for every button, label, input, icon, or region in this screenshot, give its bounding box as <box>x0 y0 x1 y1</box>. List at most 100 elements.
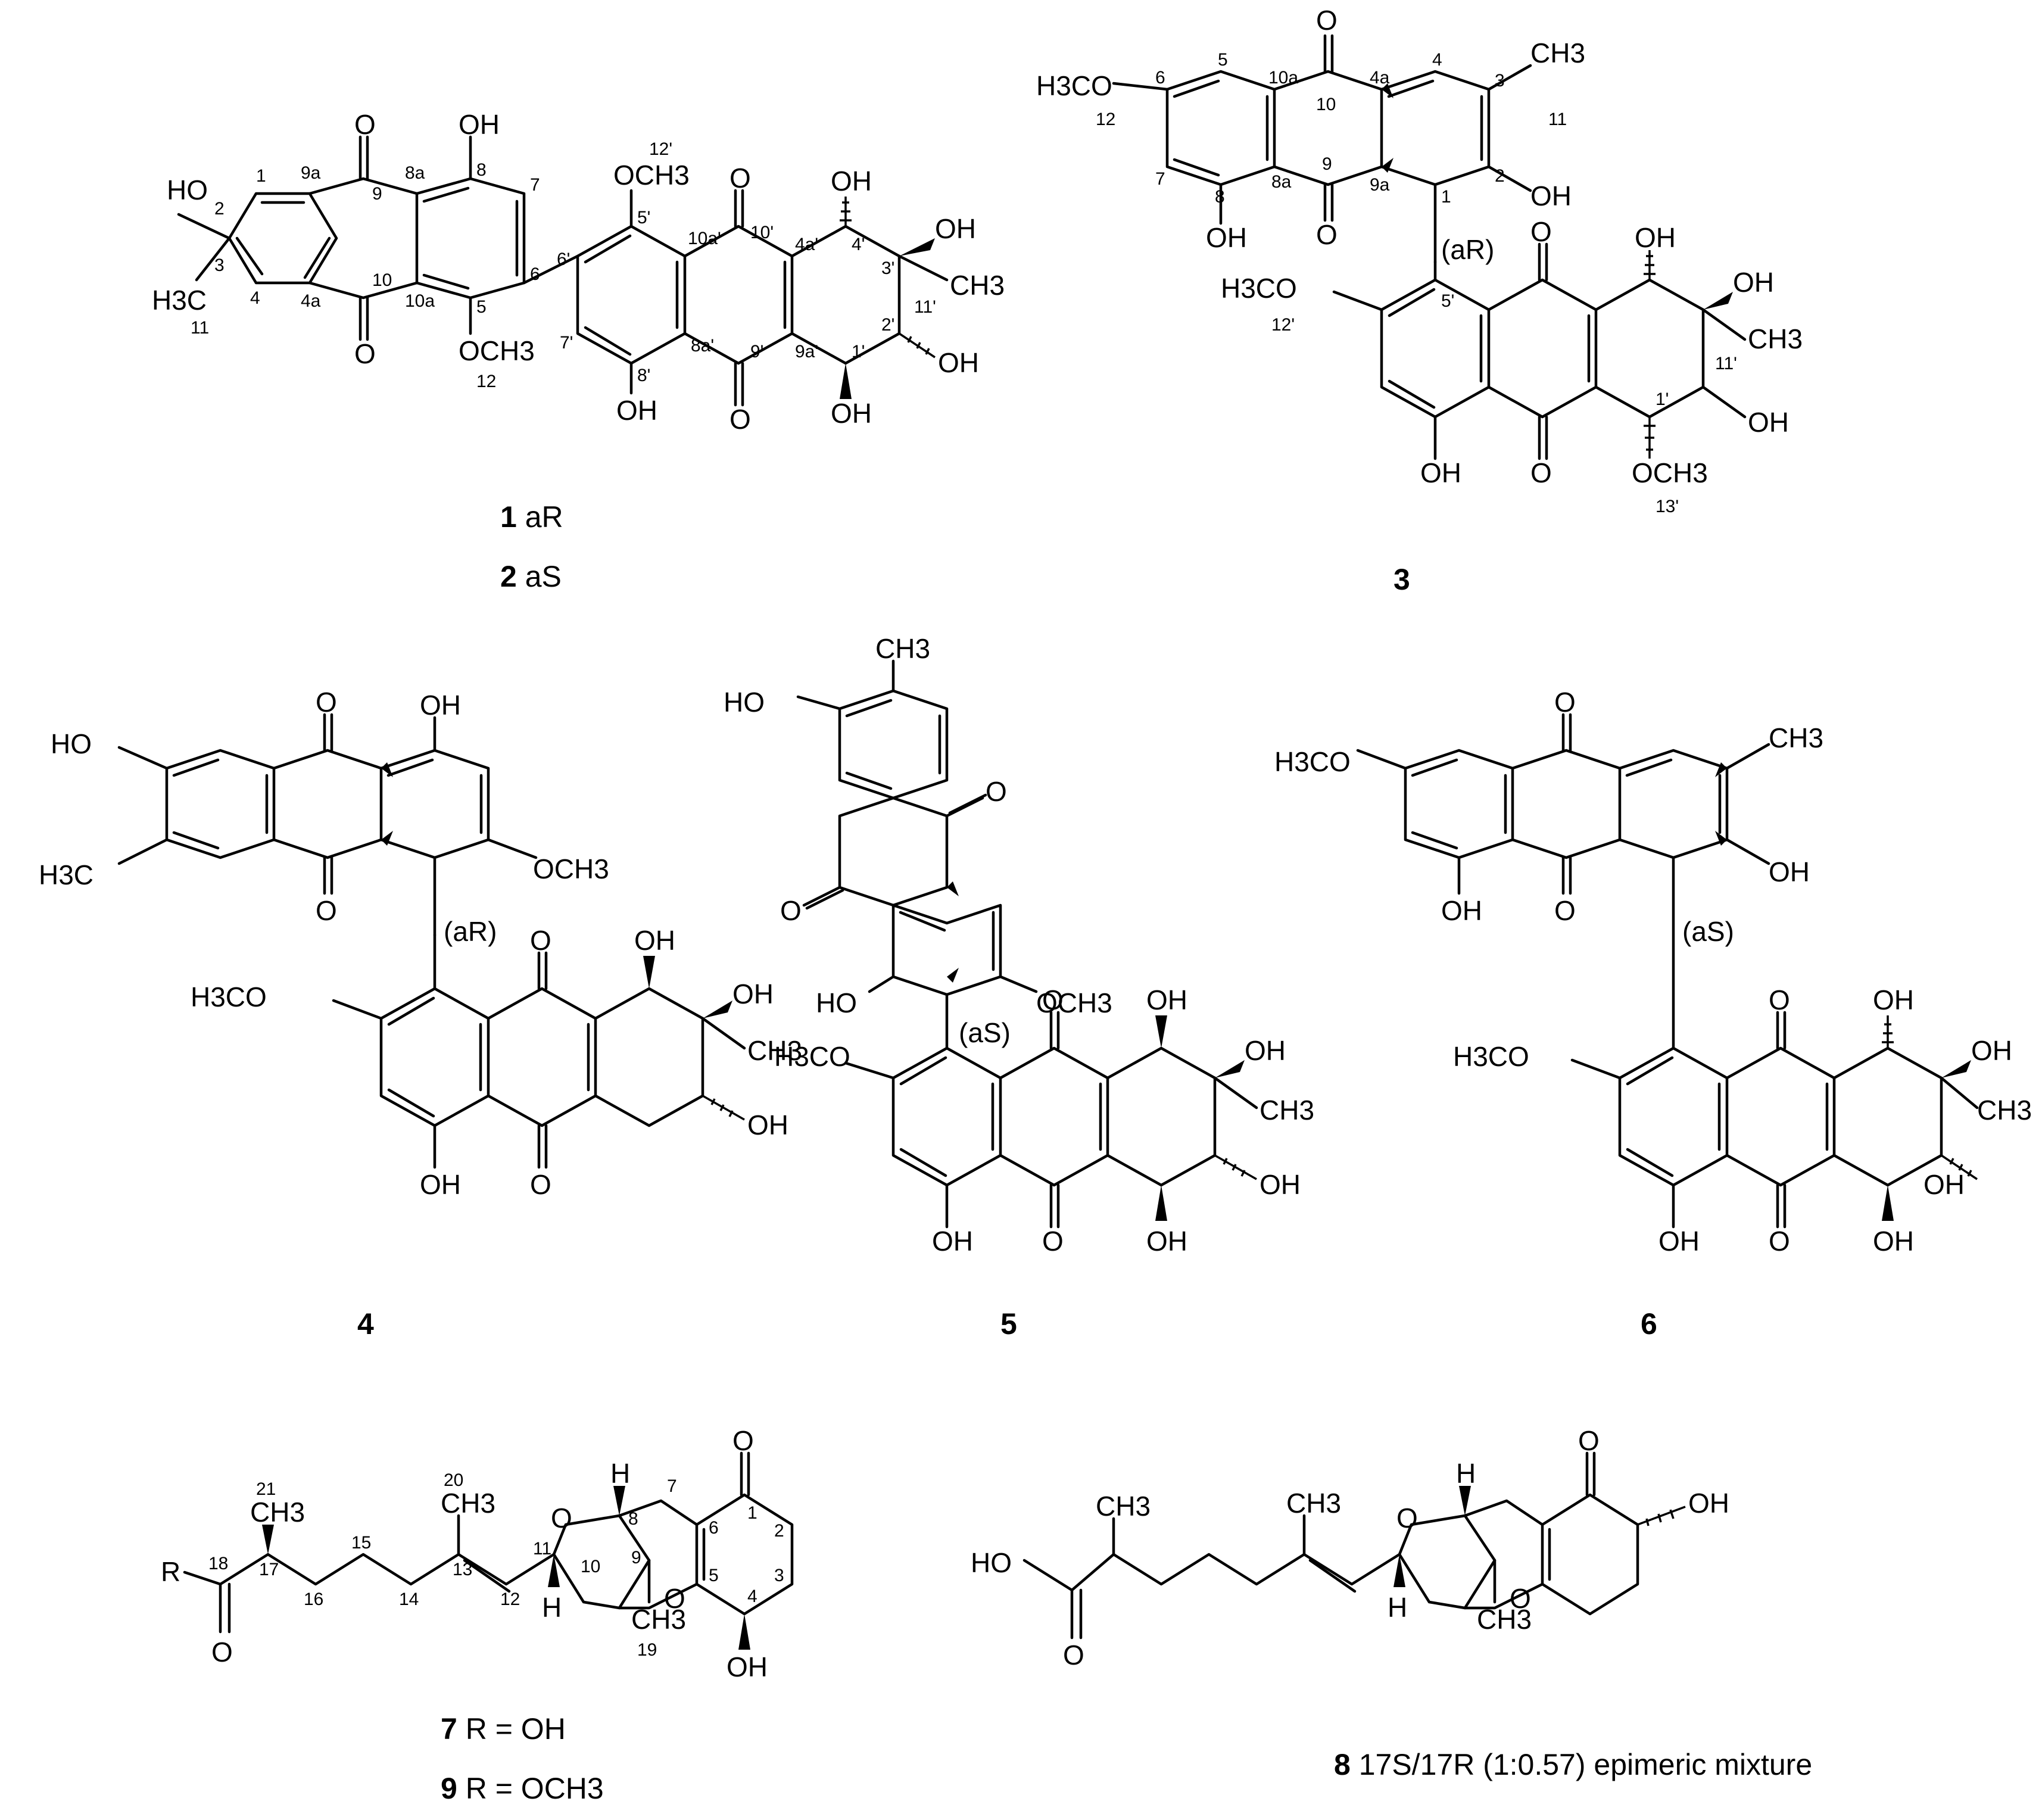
c79-loc-8: 8 <box>628 1509 638 1529</box>
c3-loc-9: 9 <box>1322 154 1332 174</box>
c4-oh: OH <box>420 690 461 721</box>
c5-caption: 5 <box>1000 1307 1017 1341</box>
c12-ho2: HO <box>167 174 208 205</box>
c12-loc-12: 12 <box>476 372 496 391</box>
c79-loc-10: 10 <box>581 1557 600 1576</box>
c3-loc-12: 12 <box>1096 110 1115 129</box>
c6-oh4p: OH <box>1873 984 1914 1015</box>
c6-o9: O <box>1554 895 1576 926</box>
c6-oh1p: OH <box>1873 1226 1914 1257</box>
c12-loc-1p: 1' <box>852 342 865 361</box>
c12-loc-4ap: 4a' <box>795 235 818 254</box>
c5-o9p: O <box>1042 1226 1064 1257</box>
c8-h8: H <box>1456 1458 1476 1489</box>
c12-loc-10ap: 10a' <box>688 229 721 248</box>
c79-loc-6: 6 <box>709 1518 719 1538</box>
c3-o10: O <box>1316 5 1338 36</box>
c4-ho: HO <box>51 728 92 759</box>
c12-loc-7p: 7' <box>560 333 573 353</box>
c3-ome7p: H3CO <box>1221 273 1297 304</box>
c8-caption: 8 17S/17R (1:0.57) epimeric mixture <box>1334 1748 1812 1781</box>
c12-loc-5p: 5' <box>637 208 650 228</box>
compound-1-2: HO H3C O O OH OCH3 OCH3 O O OH OH OH CH3… <box>152 109 1005 593</box>
c79-loc-19: 19 <box>637 1640 657 1660</box>
c79-loc-9: 9 <box>631 1548 641 1567</box>
c3-loc-12p: 12' <box>1271 315 1295 335</box>
c3-loc-11p: 11' <box>1715 354 1737 373</box>
c6-axis: (aS) <box>1682 916 1734 947</box>
c12-ome5p: OCH3 <box>613 160 690 191</box>
c8-o1: O <box>1578 1425 1600 1456</box>
c3-loc-11: 11 <box>1548 110 1567 129</box>
c5-oh1p: OH <box>1146 1226 1187 1257</box>
c12-loc-3p: 3' <box>881 258 894 278</box>
c8-oring: O <box>1396 1503 1418 1534</box>
c4-axis: (aR) <box>444 916 497 947</box>
c12-loc-5: 5 <box>476 297 487 317</box>
c12-loc-7: 7 <box>530 175 540 195</box>
c3-oh2p: OH <box>1748 407 1789 438</box>
c12-loc-8p: 8' <box>637 366 650 385</box>
c6-ch3: CH3 <box>1769 722 1823 753</box>
c12-loc-10p: 10' <box>750 223 774 242</box>
c3-loc-7: 7 <box>1155 169 1165 189</box>
c5-o9: O <box>780 895 802 926</box>
c4-caption: 4 <box>357 1307 374 1341</box>
c4-ome2: H3CO <box>191 981 267 1012</box>
c5-axis: (aS) <box>959 1017 1011 1048</box>
c12-loc-4: 4 <box>250 288 260 308</box>
c12-loc-8: 8 <box>476 160 487 180</box>
c3-loc-2: 2 <box>1495 166 1505 186</box>
c79-loc-4: 4 <box>747 1587 757 1606</box>
c4-oh4p: OH <box>634 925 675 956</box>
c3-oh8: OH <box>1206 222 1247 253</box>
c12-loc-9ap: 9a' <box>795 342 818 361</box>
c3-o9p: O <box>1530 457 1552 488</box>
c4-o9: O <box>316 895 337 926</box>
c6-ome: H3CO <box>1274 746 1351 777</box>
c79-loc-15: 15 <box>351 1533 371 1553</box>
compound-6: H3CO O O OH CH3 OH (aS) H3CO O OH OH CH3… <box>1274 687 2032 1341</box>
c79-r: R <box>161 1556 180 1587</box>
c3-loc-10a: 10a <box>1268 68 1298 88</box>
compound-7-9: R O CH3 CH3 O H H CH3 O O OH 18 17 21 16… <box>161 1425 794 1805</box>
c3-oh3p: OH <box>1733 267 1774 298</box>
c5-o10p: O <box>1042 984 1064 1015</box>
c3-loc-8a: 8a <box>1271 172 1292 192</box>
c3-ome6: H3CO <box>1036 70 1112 101</box>
c79-loc-16: 16 <box>304 1590 323 1609</box>
c3-loc-1p: 1' <box>1656 389 1669 409</box>
c12-loc-4a: 4a <box>301 291 321 311</box>
c4-oh8p: OH <box>420 1169 461 1200</box>
c3-oh2: OH <box>1530 180 1572 211</box>
c12-loc-2p: 2' <box>881 315 894 335</box>
compound-8: HO O CH3 CH3 O H H CH3 O O OH 8 17S/17R … <box>971 1425 1812 1781</box>
c8-o: O <box>1063 1640 1084 1671</box>
c5-oh4p: OH <box>1146 984 1187 1015</box>
c12-oh3p: OH <box>935 213 976 244</box>
c12-loc-9a: 9a <box>301 163 321 183</box>
c3-loc-13p: 13' <box>1656 497 1679 516</box>
c12-loc-11: 11 <box>191 318 209 338</box>
c8-h11: H <box>1388 1592 1407 1623</box>
c12-oh2p: OH <box>938 347 979 378</box>
c12-loc-4p: 4' <box>852 235 865 254</box>
c8-ch3b: CH3 <box>1286 1488 1341 1519</box>
c79-ch3-21: CH3 <box>250 1497 305 1528</box>
c3-loc-5: 5 <box>1218 50 1228 70</box>
c5-ch3: CH3 <box>875 633 930 664</box>
c5-oh3p: OH <box>1245 1035 1286 1066</box>
c8-ho: HO <box>971 1547 1012 1578</box>
c12-o10p: O <box>729 163 751 194</box>
c4-ome: OCH3 <box>533 853 609 884</box>
c12-loc-12p: 12' <box>649 139 672 159</box>
c4-oh2p: OH <box>747 1110 788 1140</box>
compound-3: H3CO O O OH CH3 OH (aR) H3CO O OH OH CH3… <box>1036 5 1803 596</box>
c12-loc-3: 3 <box>214 255 225 275</box>
c79-loc-5: 5 <box>709 1566 719 1585</box>
c79-loc-21: 21 <box>256 1479 276 1499</box>
c79-h11: H <box>542 1592 562 1623</box>
c8-ch3c: CH3 <box>1477 1604 1532 1635</box>
c12-loc-10: 10 <box>372 270 392 290</box>
c3-loc-5p: 5' <box>1441 291 1454 311</box>
